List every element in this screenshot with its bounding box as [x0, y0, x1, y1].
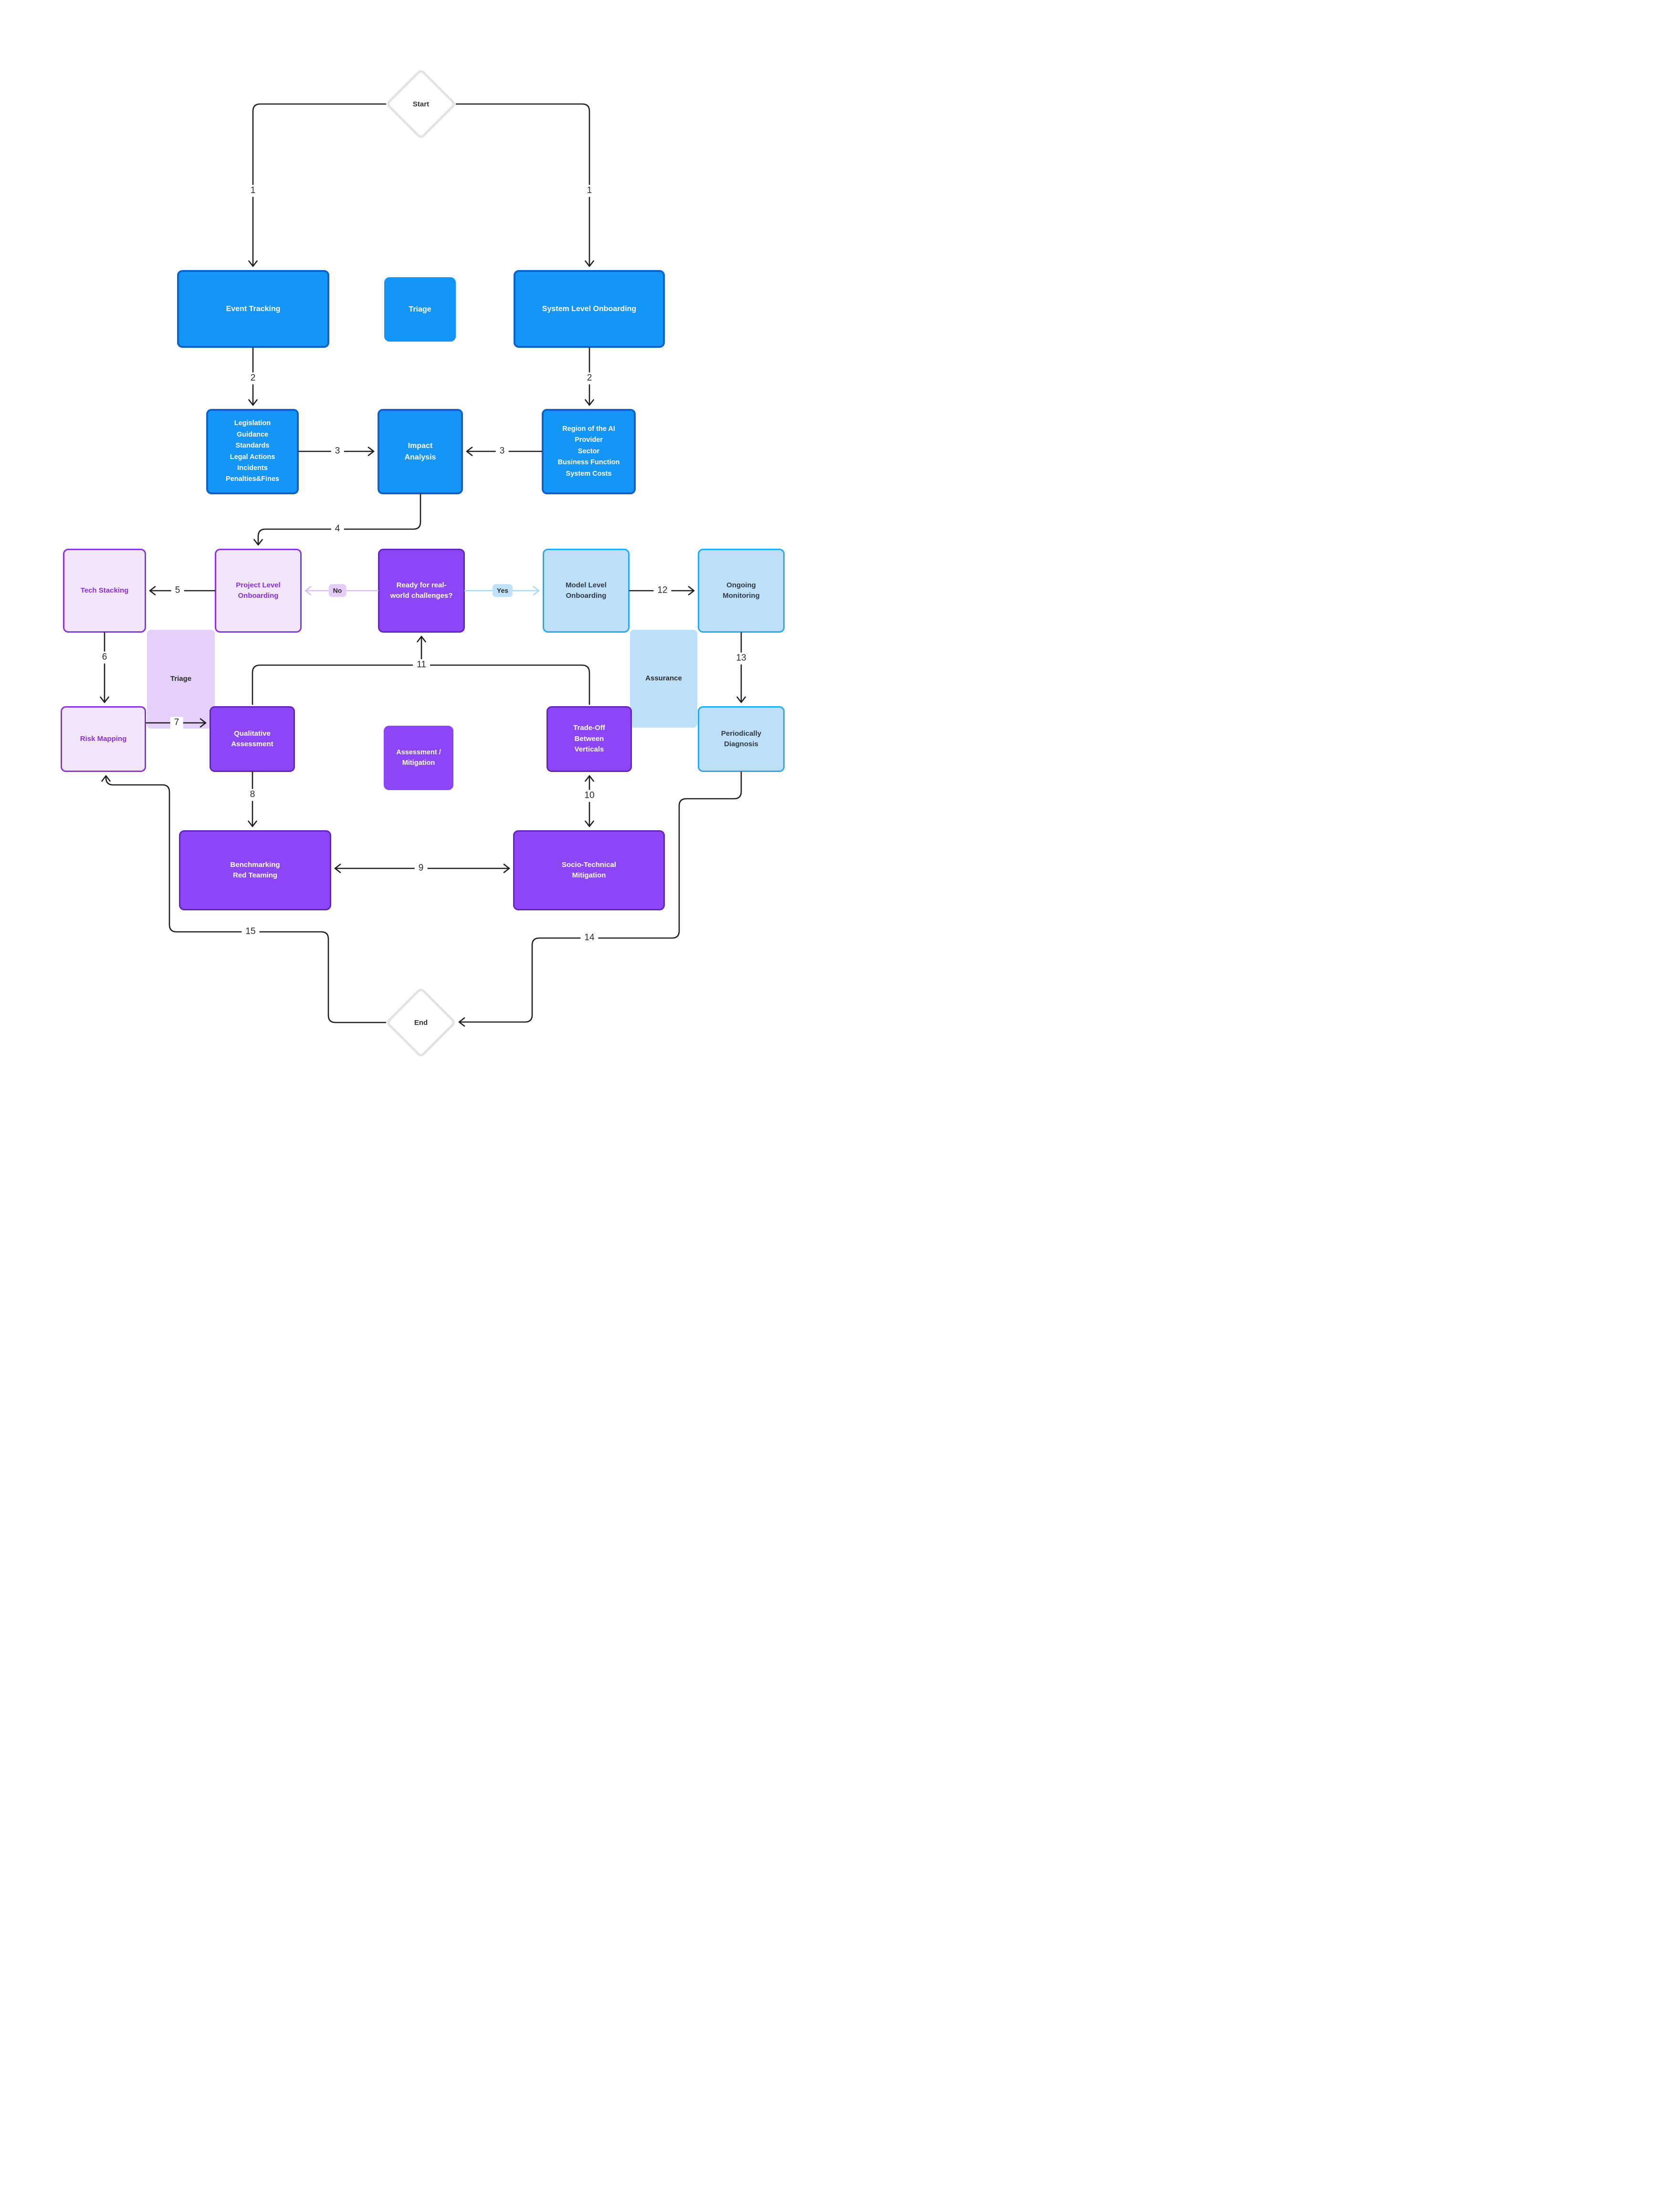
- node-ongoing-monitoring[interactable]: Ongoing Monitoring: [698, 549, 785, 633]
- node-model-level-onboarding[interactable]: Model Level Onboarding: [543, 549, 630, 633]
- node-label: Risk Mapping: [80, 734, 127, 743]
- node-qualitative-assessment[interactable]: Qualitative Assessment: [210, 706, 295, 772]
- node-label: Project Level Onboarding: [236, 581, 281, 600]
- node-start[interactable]: Start: [385, 68, 457, 140]
- edge-number-1-left[interactable]: 1: [246, 185, 260, 197]
- node-label: Tech Stacking: [80, 586, 129, 595]
- node-legislation-sources[interactable]: Legislation Guidance Standards Legal Act…: [206, 409, 299, 494]
- node-label: Region of the AI Provider Sector Busines…: [557, 425, 620, 478]
- branch-label-yes[interactable]: Yes: [492, 584, 513, 597]
- edge-number-12[interactable]: 12: [653, 584, 672, 597]
- node-triage-intake[interactable]: Triage: [384, 277, 456, 342]
- node-label: Assessment / Mitigation: [396, 748, 441, 767]
- edge-number-13[interactable]: 13: [732, 652, 750, 665]
- node-label: System Level Onboarding: [542, 304, 637, 313]
- node-label: Periodically Diagnosis: [721, 729, 762, 749]
- node-event-tracking[interactable]: Event Tracking: [177, 270, 329, 348]
- stage-label-triage[interactable]: Triage: [147, 630, 215, 729]
- edge-number-15[interactable]: 15: [242, 926, 260, 938]
- node-tech-stacking[interactable]: Tech Stacking: [63, 549, 146, 633]
- edge-number-3-right[interactable]: 3: [495, 445, 509, 458]
- edge-number-8[interactable]: 8: [246, 789, 259, 801]
- node-socio-technical-mitigation[interactable]: Socio-Technical Mitigation: [513, 830, 665, 910]
- edge-number-3-left[interactable]: 3: [331, 445, 344, 458]
- node-tradeoff-between-verticals[interactable]: Trade-Off Between Verticals: [546, 706, 632, 772]
- node-decision-ready[interactable]: Ready for real- world challenges?: [378, 549, 465, 633]
- edge-1-right: [455, 103, 594, 267]
- edge-number-7[interactable]: 7: [170, 717, 183, 729]
- node-end[interactable]: End: [385, 987, 457, 1058]
- node-label: Qualitative Assessment: [231, 729, 273, 749]
- edge-number-4[interactable]: 4: [331, 523, 344, 535]
- stage-label-assessment-mitigation[interactable]: Assessment / Mitigation: [384, 726, 453, 790]
- edge-4: [253, 493, 421, 546]
- node-label: Impact Analysis: [404, 441, 436, 461]
- edge-number-9[interactable]: 9: [414, 862, 428, 875]
- node-risk-mapping[interactable]: Risk Mapping: [61, 706, 146, 772]
- node-label: Legislation Guidance Standards Legal Act…: [225, 419, 279, 483]
- stage-label-assurance[interactable]: Assurance: [630, 630, 697, 728]
- node-label: Start: [412, 100, 430, 108]
- node-benchmarking-red-teaming[interactable]: Benchmarking Red Teaming: [179, 830, 331, 910]
- edge-number-2-right[interactable]: 2: [583, 372, 596, 385]
- node-periodically-diagnosis[interactable]: Periodically Diagnosis: [698, 706, 785, 772]
- edge-number-11[interactable]: 11: [413, 659, 430, 671]
- node-label: End: [414, 1018, 428, 1027]
- node-label: Ready for real- world challenges?: [390, 581, 453, 600]
- edge-1-left: [248, 103, 387, 267]
- node-label: Model Level Onboarding: [566, 581, 607, 600]
- node-label: Trade-Off Between Verticals: [573, 724, 605, 754]
- edge-number-1-right[interactable]: 1: [583, 185, 596, 197]
- branch-label-no[interactable]: No: [328, 584, 346, 597]
- edge-number-2-left[interactable]: 2: [246, 372, 260, 385]
- node-label: Ongoing Monitoring: [723, 581, 760, 600]
- node-label: Benchmarking Red Teaming: [230, 860, 280, 880]
- node-label: Triage: [409, 305, 431, 313]
- node-label: Triage: [170, 675, 192, 683]
- edge-number-6[interactable]: 6: [98, 651, 111, 664]
- node-region-context[interactable]: Region of the AI Provider Sector Busines…: [542, 409, 636, 494]
- node-label: Socio-Technical Mitigation: [562, 860, 616, 880]
- edge-number-10[interactable]: 10: [580, 790, 598, 802]
- node-system-level-onboarding[interactable]: System Level Onboarding: [514, 270, 665, 348]
- edge-number-5[interactable]: 5: [171, 584, 184, 597]
- node-label: Assurance: [645, 674, 682, 683]
- node-project-level-onboarding[interactable]: Project Level Onboarding: [215, 549, 302, 633]
- node-label: Event Tracking: [226, 304, 281, 313]
- node-impact-analysis[interactable]: Impact Analysis: [378, 409, 463, 494]
- flowchart-canvas: Start End Event Tracking Triage System L…: [0, 0, 840, 1106]
- edge-number-14[interactable]: 14: [580, 932, 598, 944]
